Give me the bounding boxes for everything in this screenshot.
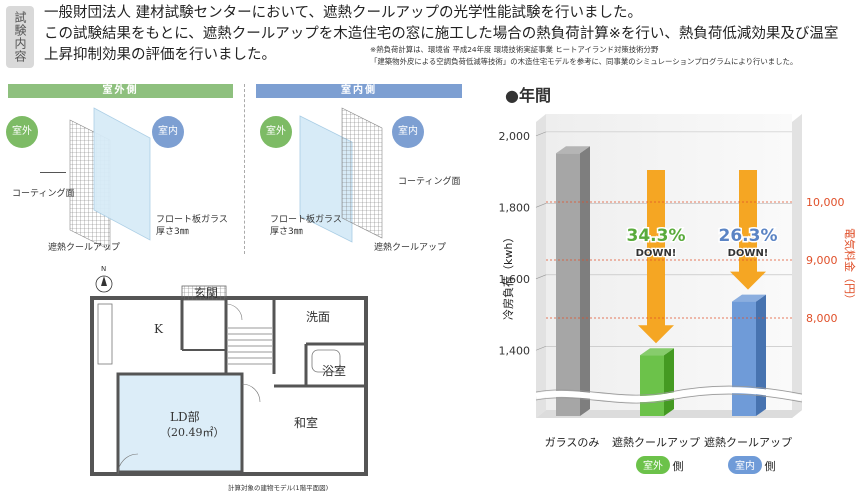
side-badge-label: 室内 <box>735 459 755 472</box>
coating-label-right: コーティング面 <box>398 177 461 187</box>
intro-text: 一般財団法人 建材試験センターにおいて、遮熱クールアップの光学性能試験を行いまし… <box>44 3 844 66</box>
entrance-label: 玄関 <box>194 286 219 300</box>
y-axis-label: 冷房負荷（kwh） <box>502 232 515 320</box>
footnote-line-2: 「建築物外皮による空調負荷低減等技術」の木造住宅モデルを参考に、同事業のシミュレ… <box>370 57 798 66</box>
product-label-left: 遮熱クールアップ <box>48 243 121 253</box>
japanese-room-label: 和室 <box>294 416 319 430</box>
reduction-percent: 34.3% <box>627 226 686 246</box>
inside-bubble: 室内 <box>152 116 184 148</box>
side-badge <box>636 456 670 474</box>
footnote: ※熱負荷計算は、環境省 平成24年度 環境技術実証事業 ヒートアイランド対策技術… <box>370 44 797 68</box>
category-label: 遮熱クールアップ <box>704 435 792 449</box>
bathtub <box>311 349 341 373</box>
product-label-right: 遮熱クールアップ <box>374 243 447 253</box>
grid-line-left <box>535 345 547 351</box>
y2-tick-label: 8,000 <box>806 312 838 325</box>
y2-axis-label: 電気料金（円） <box>843 228 856 305</box>
floor-plan: N <box>90 265 368 476</box>
door-swing <box>225 303 243 321</box>
glass-label-left: フロート板ガラス <box>156 215 228 225</box>
right-layers-graphic <box>299 107 383 243</box>
side-word: 側 <box>765 460 776 473</box>
bath-label: 浴室 <box>322 364 347 378</box>
entrance-porch <box>181 285 227 301</box>
outside-bubble: 室外 <box>6 116 38 148</box>
reduction-arrow <box>638 170 674 344</box>
footnote-line-1: ※熱負荷計算は、環境省 平成24年度 環境技術実証事業 ヒートアイランド対策技術… <box>370 45 659 54</box>
bar-front <box>640 355 664 416</box>
door-swing <box>117 453 139 475</box>
y-tick-label: 1,800 <box>499 201 531 214</box>
side-badge <box>728 456 762 474</box>
thickness-label-left: 厚さ3㎜ <box>156 227 189 237</box>
divider <box>244 84 245 254</box>
axis-break-line <box>535 385 803 396</box>
bars <box>556 146 766 416</box>
right-wall <box>792 114 802 418</box>
reduction-percent: 26.3% <box>719 226 778 246</box>
axis-break <box>535 387 803 403</box>
washroom-label: 洗面 <box>306 310 331 324</box>
y-axis-ticks: 1,400 1,600 1,800 2,000 <box>499 130 531 357</box>
bullet-icon: ● <box>505 86 519 105</box>
grid-line-left <box>535 203 547 208</box>
north-arrow-icon <box>101 276 107 286</box>
side-tag: 試験内容 <box>6 6 34 68</box>
ld-label: LD部 <box>170 410 200 424</box>
inside-bubble-right: 室内 <box>392 116 424 148</box>
bar-front <box>732 301 756 416</box>
glass-layer <box>299 115 353 243</box>
bar-front <box>556 153 580 416</box>
inside-band: 室内側 <box>256 84 462 98</box>
bar-top <box>640 348 674 356</box>
glass-label-right: フロート板ガラス <box>270 215 342 225</box>
chart-title-text: 年間 <box>518 86 551 105</box>
grid-line-left <box>535 274 547 280</box>
down-label: DOWN! <box>728 248 769 259</box>
y2-tick-label: 10,000 <box>806 196 845 209</box>
stairs <box>228 327 272 365</box>
left-wall <box>536 114 546 418</box>
film-layer <box>341 107 383 239</box>
down-label: DOWN! <box>636 248 677 259</box>
coating-leader-left <box>40 172 66 173</box>
y-tick-label: 1,600 <box>499 273 531 286</box>
coating-label-left: コーティング面 <box>12 189 75 199</box>
floorplan-caption: 計算対象の建物モデル(1階平面図) <box>228 484 329 492</box>
bar-top <box>556 146 590 154</box>
annotations: 34.3% DOWN! 26.3% DOWN! <box>625 225 779 261</box>
category-labels: ガラスのみ遮熱クールアップ室外側遮熱クールアップ室内側 <box>545 435 792 474</box>
y-tick-label: 1,400 <box>499 344 531 357</box>
side-badge-label: 室外 <box>643 459 663 472</box>
category-label: 遮熱クールアップ <box>612 435 700 449</box>
glass-layer <box>93 107 151 241</box>
chart-title: ●年間 <box>505 82 551 106</box>
outside-bubble-right: 室外 <box>260 116 292 148</box>
thickness-label-right: 厚さ3㎜ <box>270 227 303 237</box>
y2-axis-ticks: 8,000 9,000 10,000 <box>546 196 845 325</box>
bar-side <box>756 294 766 416</box>
axis-break-line <box>535 393 803 404</box>
category-label: ガラスのみ <box>545 436 600 449</box>
north-label: N <box>101 265 106 273</box>
y-tick-label: 2,000 <box>499 130 531 143</box>
kitchen-counter <box>97 303 113 365</box>
door-swing <box>241 383 261 403</box>
left-layers-graphic <box>69 107 151 250</box>
bar-side <box>580 146 590 416</box>
ld-area-label: （20.49㎡） <box>160 426 225 439</box>
ld-area <box>118 374 242 472</box>
y2-tick-label: 9,000 <box>806 254 838 267</box>
kitchen-label: K <box>154 322 163 336</box>
intro-line-3: 上昇抑制効果の評価を行いました。 <box>44 47 276 63</box>
grid-line-left <box>535 131 547 137</box>
side-word: 側 <box>673 460 684 473</box>
bar-side <box>664 348 674 416</box>
annual-load-chart: 1,400 1,600 1,800 2,000 8,000 9,000 10,000 34… <box>499 114 856 474</box>
bar-top <box>732 294 766 302</box>
outside-band: 室外側 <box>8 84 233 98</box>
intro-line-1: 一般財団法人 建材試験センターにおいて、遮熱クールアップの光学性能試験を行いまし… <box>44 5 642 21</box>
intro-line-2: この試験結果をもとに、遮熱クールアップを木造住宅の窓に施工した場合の熱負荷計算※… <box>44 26 839 42</box>
